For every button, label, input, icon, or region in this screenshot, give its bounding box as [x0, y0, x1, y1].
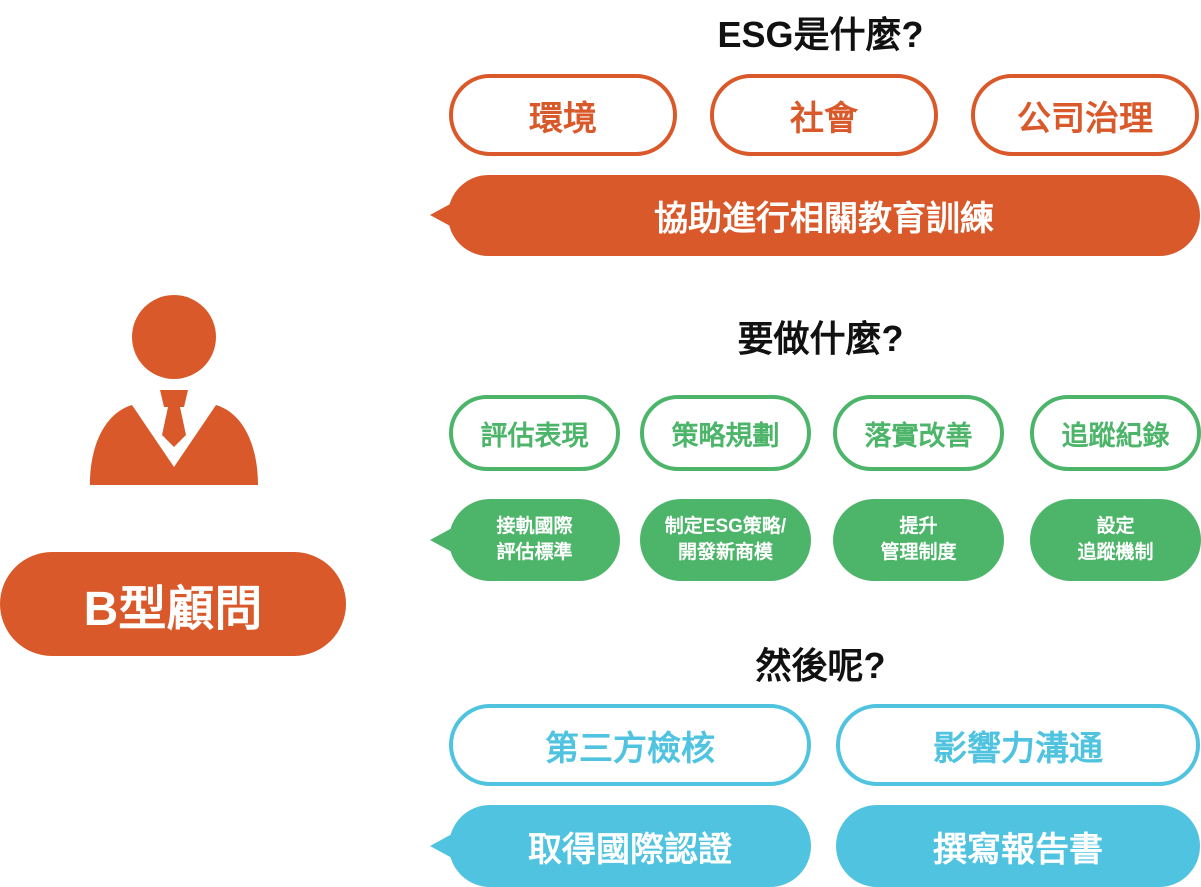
detail-improve-line1: 提升: [899, 516, 938, 537]
section3-title: 然後呢?: [755, 645, 886, 686]
step-improve: 落實改善: [833, 395, 1004, 471]
pillar-environment-label: 環境: [529, 99, 597, 138]
detail-track: 設定 追蹤機制: [1030, 499, 1201, 581]
detail-strategy-line1: 制定ESG策略/: [664, 516, 787, 537]
consultant-figure: [80, 295, 270, 505]
section2-title: 要做什麼?: [737, 318, 904, 359]
detail-track-line2: 追蹤機制: [1077, 542, 1154, 563]
consultant-label-text: B型顧問: [83, 583, 263, 636]
step-evaluate-label: 評估表現: [480, 420, 589, 451]
person-with-tie-icon: [90, 295, 258, 485]
action-certification-label: 取得國際認證: [528, 830, 732, 869]
detail-improve-line2: 管理制度: [880, 542, 957, 563]
detail-strategy-line2: 開發新商模: [677, 542, 773, 563]
consultant-label: B型顧問: [0, 552, 346, 656]
section1-action-label: 協助進行相關教育訓練: [654, 200, 994, 238]
step-strategy: 策略規劃: [640, 395, 811, 471]
pillar-governance-label: 公司治理: [1017, 99, 1153, 138]
detail-evaluate-line2: 評估標準: [496, 542, 573, 563]
step-evaluate: 評估表現: [449, 395, 620, 471]
detail-improve: 提升 管理制度: [833, 499, 1004, 581]
action-report-label: 撰寫報告書: [933, 830, 1103, 869]
detail-evaluate-line1: 接軌國際: [496, 516, 573, 537]
step-strategy-label: 策略規劃: [671, 420, 780, 451]
detail-strategy: 制定ESG策略/ 開發新商模: [640, 499, 811, 581]
action1-pointer: [430, 203, 452, 227]
action-certification: 取得國際認證: [449, 805, 811, 887]
pillar-environment: 環境: [449, 74, 677, 156]
section1-title: ESG是什麼?: [717, 14, 924, 55]
item-third-party-audit-label: 第三方檢核: [545, 729, 715, 768]
step-track: 追蹤紀錄: [1030, 395, 1201, 471]
item-impact-communication: 影響力溝通: [836, 704, 1200, 786]
details-pointer: [430, 528, 452, 552]
pillar-social-label: 社會: [790, 99, 858, 138]
pillar-governance: 公司治理: [971, 74, 1199, 156]
actions3-pointer: [430, 834, 452, 858]
step-improve-label: 落實改善: [864, 420, 973, 451]
detail-evaluate: 接軌國際 評估標準: [449, 499, 620, 581]
item-impact-communication-label: 影響力溝通: [933, 729, 1103, 768]
step-track-label: 追蹤紀錄: [1061, 420, 1170, 451]
item-third-party-audit: 第三方檢核: [449, 704, 811, 786]
section1-action: 協助進行相關教育訓練: [448, 175, 1200, 256]
pillar-social: 社會: [710, 74, 938, 156]
action-report: 撰寫報告書: [836, 805, 1200, 887]
detail-track-line1: 設定: [1096, 516, 1135, 537]
